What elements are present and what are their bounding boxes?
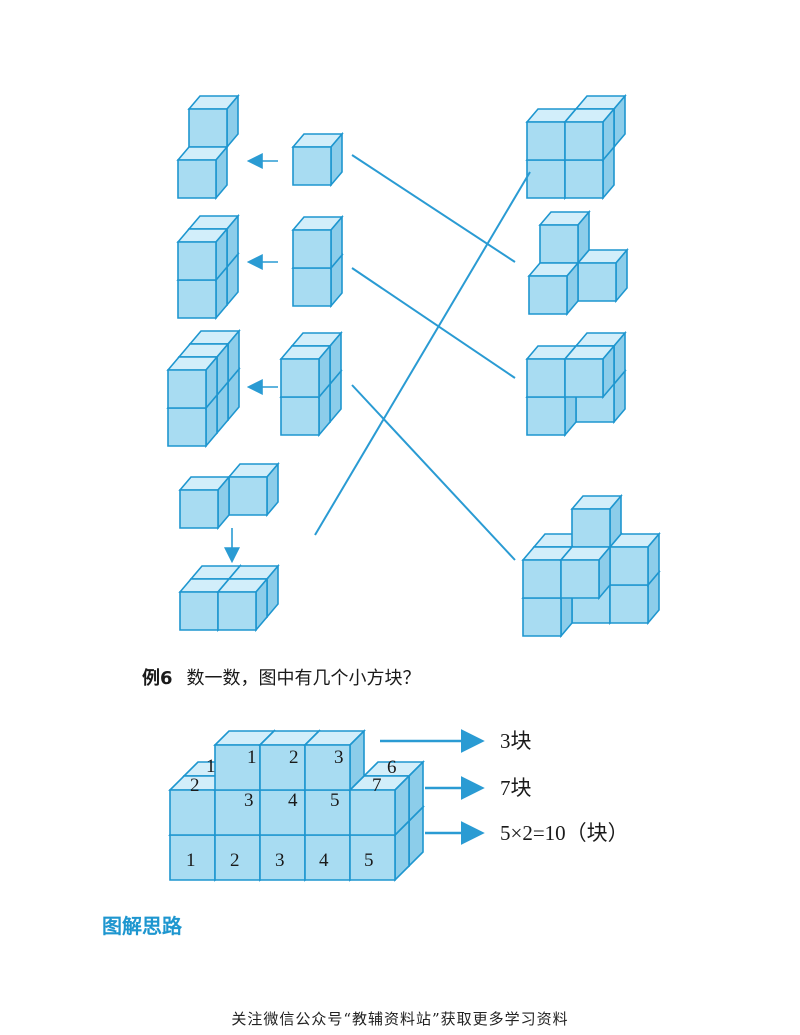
fig-m1-c0-front	[292, 146, 332, 186]
fig-l3-c4-front	[167, 407, 207, 447]
fig-l1-c0-front	[188, 108, 228, 148]
label-10: 5×2=10（块）	[500, 821, 629, 845]
fig-r2-c0-front	[577, 262, 617, 302]
fig-l4-c1-front	[179, 489, 219, 529]
side-num-1: 1	[206, 756, 216, 777]
count-fig-c15-front	[304, 789, 351, 836]
fig-r4-c6-front	[522, 597, 562, 637]
fig-m3-c3-front	[280, 358, 320, 398]
fig-r3-c4-front	[564, 358, 604, 398]
bottom-num-3: 3	[275, 850, 285, 871]
example-question: 例6 数一数，图中有几个小方块？	[142, 664, 421, 690]
side-num-7: 7	[372, 775, 382, 796]
mid-num-3: 3	[244, 790, 254, 811]
fig-r4-c4-front	[609, 546, 649, 586]
match-line-3	[351, 384, 516, 561]
matching-lines	[314, 154, 531, 561]
fig-l1-c1-front	[177, 159, 217, 199]
fig-l5-c3-front	[217, 591, 257, 631]
fig-l3-c5-front	[167, 369, 207, 409]
bottom-num-4: 4	[319, 850, 329, 871]
fig-l5-c2-front	[179, 591, 219, 631]
fig-m3-c2-front	[280, 396, 320, 436]
bottom-num-5: 5	[364, 850, 374, 871]
label-3: 3块	[500, 729, 532, 753]
fig-m2-c1-front	[292, 229, 332, 269]
fig-r4-c8-front	[560, 559, 600, 599]
fig-r1-c2-front	[564, 159, 604, 199]
bottom-num-1: 1	[186, 850, 196, 871]
fig-r1-c4-front	[564, 121, 604, 161]
side-num-6: 6	[387, 757, 397, 778]
fig-r3-c3-front	[526, 358, 566, 398]
side-num-2: 2	[190, 775, 200, 796]
cube-figures: 1 2 3 3 4 5 1 2 6 7 1 2 3 4 5 3块 7块 5×2=…	[166, 93, 661, 882]
fig-r1-c3-front	[526, 121, 566, 161]
example-text: 数一数，图中有几个小方块？	[186, 668, 421, 689]
count-fig-c14-front	[259, 789, 306, 836]
top-num-1: 1	[247, 747, 257, 768]
fig-r4-c5-front	[571, 508, 611, 548]
fig-l4-c0-front	[228, 476, 268, 516]
cube-numbers: 1 2 3 3 4 5 1 2 6 7 1 2 3 4 5	[186, 747, 397, 871]
figure-arrows	[224, 153, 278, 564]
fig-r4-c1-front	[609, 584, 649, 624]
match-line-1	[351, 154, 516, 263]
top-num-3: 3	[334, 747, 344, 768]
footer-note: 关注微信公众号“教辅资料站”获取更多学习资料	[231, 1010, 569, 1028]
mid-num-5: 5	[330, 790, 340, 811]
cube-drawings	[166, 93, 661, 882]
match-line-4	[314, 171, 531, 536]
mid-num-4: 4	[288, 790, 298, 811]
count-fig-c19-front	[304, 744, 351, 791]
fig-m2-c0-front	[292, 267, 332, 307]
fig-r2-c2-front	[528, 275, 568, 315]
example-tag: 例6	[142, 668, 173, 689]
count-arrows	[380, 729, 485, 845]
bottom-num-2: 2	[230, 850, 240, 871]
match-line-2	[351, 267, 516, 379]
top-num-2: 2	[289, 747, 299, 768]
fig-r1-c1-front	[526, 159, 566, 199]
label-7: 7块	[500, 776, 532, 800]
section-title: 图解思路	[102, 914, 182, 938]
count-fig-c16-front	[349, 789, 396, 836]
fig-r4-c7-front	[522, 559, 562, 599]
count-labels: 3块 7块 5×2=10（块）	[500, 729, 629, 845]
fig-r3-c2-front	[526, 396, 566, 436]
fig-r2-c1-front	[539, 224, 579, 264]
fig-l2-c3-front	[177, 241, 217, 281]
count-fig-c12-front	[169, 789, 216, 836]
fig-l2-c2-front	[177, 279, 217, 319]
